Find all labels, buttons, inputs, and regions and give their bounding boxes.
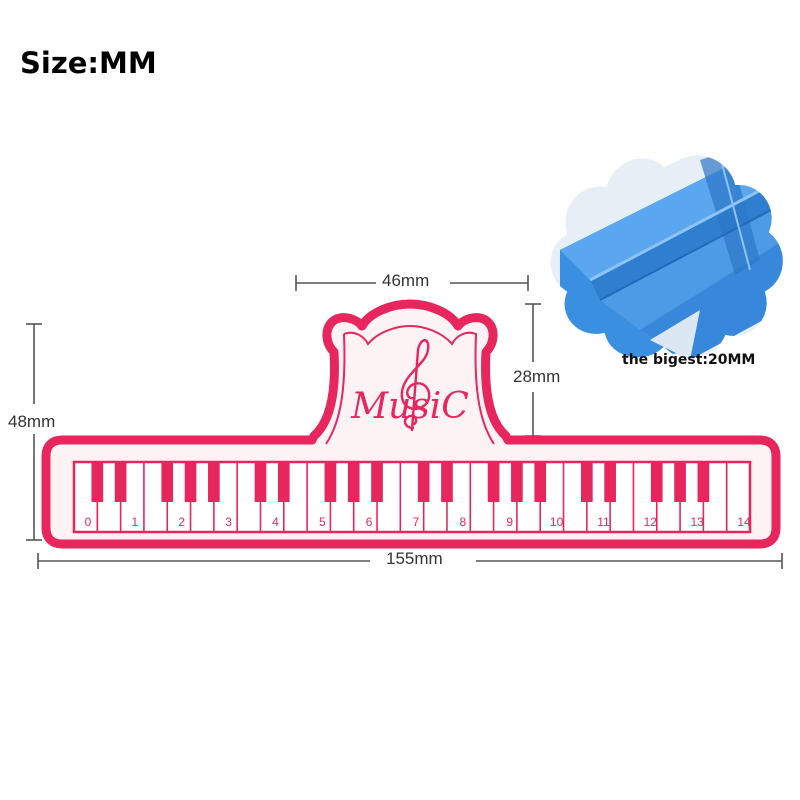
black-key — [91, 462, 104, 502]
dimension-top-height: 28mm — [513, 367, 561, 386]
black-key — [114, 462, 127, 502]
black-key — [674, 462, 686, 502]
size-title: Size:MM — [20, 46, 157, 80]
scale-number: 12 — [644, 515, 658, 529]
black-key — [487, 462, 500, 502]
black-key — [161, 462, 174, 502]
scale-number: 9 — [506, 515, 513, 529]
dimension-total-width: 155mm — [380, 549, 449, 569]
scale-number: 1 — [132, 515, 139, 529]
scale-number: 0 — [85, 515, 92, 529]
scale-number: 3 — [225, 515, 232, 529]
scale-number: 13 — [690, 515, 704, 529]
black-key — [581, 462, 593, 502]
black-key — [441, 462, 453, 502]
inset-caption: the bigest:20MM — [622, 352, 756, 368]
music-logo: MusiC — [350, 339, 469, 432]
treble-clef-icon — [400, 339, 431, 432]
black-key — [208, 462, 220, 502]
scale-number: 6 — [366, 515, 373, 529]
black-key — [347, 462, 360, 502]
black-keys — [91, 462, 710, 502]
black-key — [417, 462, 430, 502]
black-key — [534, 462, 547, 502]
black-key — [184, 462, 197, 502]
black-key — [650, 462, 663, 502]
music-logo-text: MusiC — [350, 386, 469, 427]
scale-number: 4 — [272, 515, 279, 529]
scale-number: 7 — [413, 515, 420, 529]
scale-number: 5 — [319, 515, 326, 529]
scale-number: 10 — [550, 515, 564, 529]
scale-number: 8 — [460, 515, 467, 529]
black-key — [511, 462, 523, 502]
black-key — [277, 462, 290, 502]
dimension-top-width: 46mm — [382, 271, 430, 290]
black-key — [697, 462, 710, 502]
scale-number: 14 — [737, 515, 751, 529]
black-key — [254, 462, 267, 502]
black-key — [371, 462, 383, 502]
scale-number: 2 — [178, 515, 185, 529]
scale-number: 11 — [597, 515, 610, 529]
inset-detail-photo — [548, 153, 785, 361]
black-key — [324, 462, 337, 502]
black-key — [604, 462, 616, 502]
dimension-total-height: 48mm — [8, 412, 56, 431]
dimension-lines — [26, 275, 783, 569]
